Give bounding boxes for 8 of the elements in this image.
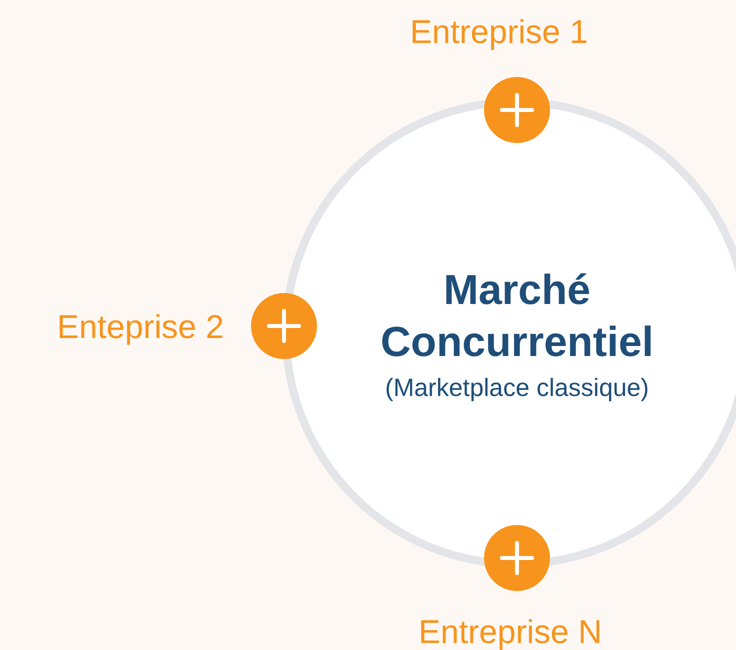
company-label: Entreprise 1 bbox=[410, 12, 588, 52]
company-label: Enteprise 2 bbox=[57, 307, 224, 347]
company-label: Entreprise N bbox=[418, 612, 602, 650]
circle-title: Marché Concurrentiel bbox=[379, 264, 655, 366]
plus-icon bbox=[484, 525, 550, 591]
plus-icon bbox=[251, 293, 317, 359]
circle-subtitle: (Marketplace classique) bbox=[385, 374, 649, 402]
plus-icon bbox=[484, 77, 550, 143]
